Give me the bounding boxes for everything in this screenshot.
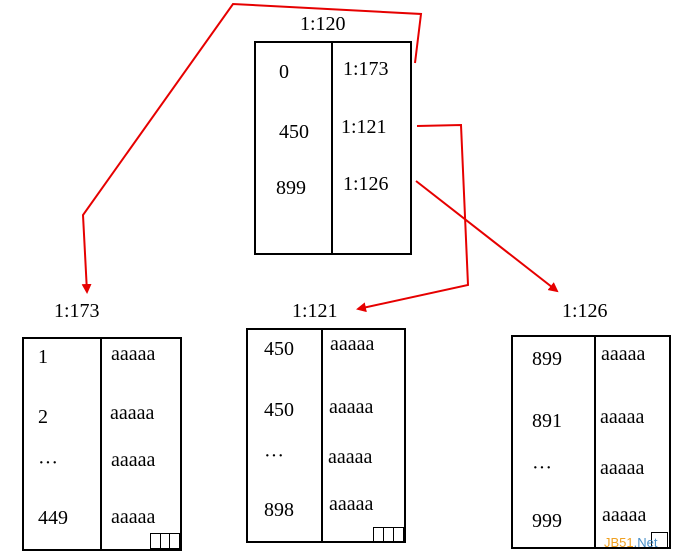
leaf-divider (594, 337, 596, 547)
leaf-key: 899 (532, 348, 562, 370)
leaf-key: 898 (264, 499, 294, 521)
leaf-value: aaaaa (111, 506, 156, 528)
root-title: 1:120 (300, 13, 346, 35)
leaf-value: aaaaa (600, 406, 645, 428)
root-divider (331, 43, 333, 253)
page-slots (150, 533, 180, 549)
leaf-value: aaaaa (111, 343, 156, 365)
leaf-value: aaaaa (111, 449, 156, 471)
leaf-title: 1:121 (292, 300, 338, 322)
leaf-value: aaaaa (601, 343, 646, 365)
leaf-node (511, 335, 671, 549)
leaf-key: 2 (38, 406, 48, 428)
leaf-divider (100, 339, 102, 549)
leaf-title: 1:173 (54, 300, 100, 322)
leaf-key: ··· (532, 457, 552, 479)
leaf-node (246, 328, 406, 543)
watermark-part: .Net (633, 535, 658, 550)
root-key: 899 (276, 177, 306, 199)
leaf-divider (321, 330, 323, 541)
leaf-value: aaaaa (600, 457, 645, 479)
root-node (254, 41, 412, 255)
pointer-arrow (356, 123, 470, 313)
leaf-value: aaaaa (602, 504, 647, 526)
leaf-value: aaaaa (329, 396, 374, 418)
leaf-key: 450 (264, 338, 294, 360)
root-key: 450 (279, 121, 309, 143)
root-key: 0 (279, 61, 289, 83)
leaf-value: aaaaa (330, 333, 375, 355)
watermark-part: JB51 (604, 535, 634, 550)
leaf-key: 891 (532, 410, 562, 432)
leaf-node (22, 337, 182, 551)
leaf-value: aaaaa (110, 402, 155, 424)
leaf-key: 450 (264, 399, 294, 421)
pointer-arrow (415, 180, 559, 293)
page-slots (373, 527, 404, 543)
leaf-key: ··· (38, 452, 58, 474)
pointer-arrow (81, 2, 423, 294)
page-slots (651, 532, 668, 548)
leaf-key: 999 (532, 510, 562, 532)
root-pointer: 1:126 (343, 173, 389, 195)
root-pointer: 1:121 (341, 116, 387, 138)
leaf-key: ··· (264, 445, 284, 467)
leaf-value: aaaaa (328, 446, 373, 468)
leaf-key: 1 (38, 346, 48, 368)
leaf-value: aaaaa (329, 493, 374, 515)
leaf-key: 449 (38, 507, 68, 529)
root-pointer: 1:173 (343, 58, 389, 80)
watermark: JB51.Net (604, 536, 657, 549)
leaf-title: 1:126 (562, 300, 608, 322)
